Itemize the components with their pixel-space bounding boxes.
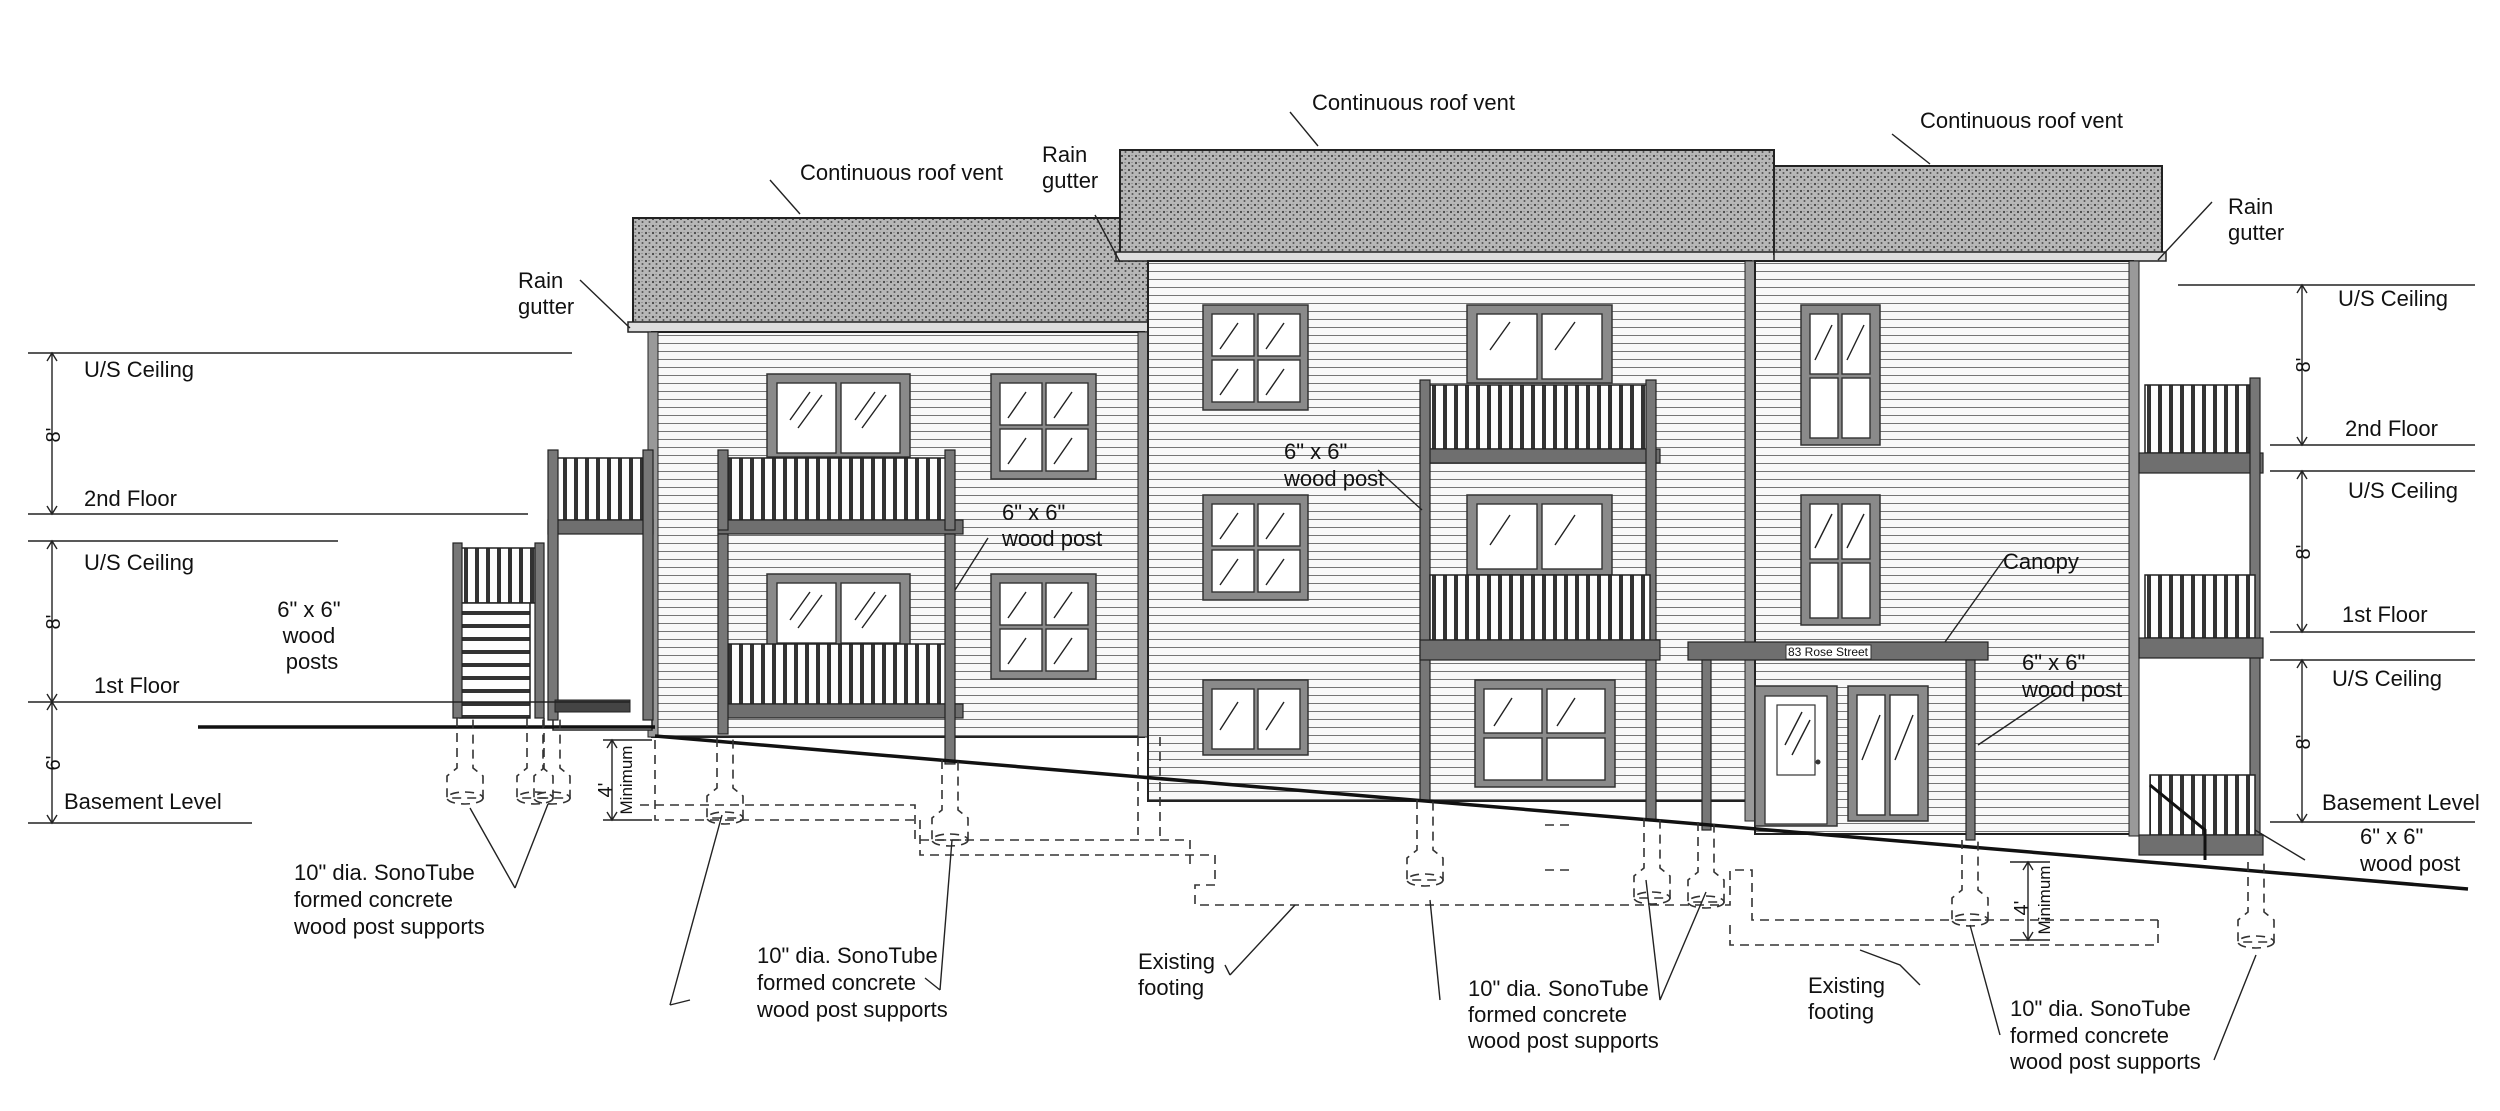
balcony-left-lower — [717, 533, 964, 765]
right-min-depth-label: Minimum — [2035, 866, 2054, 935]
label-roof-vent-center: Continuous roof vent — [1312, 90, 1515, 115]
wall-far-left — [552, 519, 653, 731]
right-level-us-ceiling-mid: U/S Ceiling — [2348, 478, 2458, 503]
left-dim-mid: 8' — [43, 615, 65, 630]
balcony-left-upper — [717, 449, 964, 535]
ground-line — [198, 725, 2469, 891]
label-existing-footing-1: Existing footing — [1138, 949, 1221, 1000]
existing-footing-outline — [640, 737, 2159, 946]
left-level-us-ceiling-mid: U/S Ceiling — [84, 550, 194, 575]
entry-sidelight-window — [1847, 685, 1929, 822]
left-level-2nd-floor: 2nd Floor — [84, 486, 177, 511]
left-min-depth-value: 4' — [595, 783, 617, 798]
window-left-lower-side — [990, 573, 1097, 680]
window-center-low — [1202, 679, 1309, 756]
window-right-mid — [1800, 494, 1881, 626]
window-bay-mid — [1466, 494, 1613, 576]
entry-door — [1754, 685, 1838, 827]
window-left-upper-side — [990, 373, 1097, 480]
address-sign: 83 Rose Street — [1788, 645, 1869, 659]
left-dim-lower: 6' — [43, 756, 65, 771]
label-wood-post-c: 6" x 6" wood post — [2021, 650, 2122, 702]
left-level-us-ceiling-top: U/S Ceiling — [84, 357, 194, 382]
right-dim-upper: 8' — [2293, 358, 2315, 373]
roof-right — [1773, 165, 2167, 262]
label-roof-vent-right: Continuous roof vent — [1920, 108, 2123, 133]
left-min-depth-label: Minimum — [617, 746, 636, 815]
label-sonotube-3: 10" dia. SonoTube formed concrete wood p… — [1467, 976, 1659, 1053]
right-min-depth-dim — [2010, 860, 2050, 942]
label-wood-post-d: 6" x 6" wood post — [2359, 824, 2460, 876]
left-min-depth-dim — [603, 738, 652, 822]
left-level-lines — [28, 351, 630, 825]
window-bay-low — [1474, 679, 1616, 788]
label-canopy: Canopy — [2003, 549, 2079, 574]
label-sonotube-4: 10" dia. SonoTube formed concrete wood p… — [2009, 996, 2201, 1074]
roof-center — [1115, 149, 1779, 262]
right-level-us-ceiling-low: U/S Ceiling — [2332, 666, 2442, 691]
window-bay-top — [1466, 304, 1613, 384]
balcony-right-mid — [2138, 574, 2264, 659]
roof-left — [627, 217, 1165, 333]
balcony-far-left — [547, 449, 654, 721]
left-dim-upper: 8' — [43, 428, 65, 443]
right-dim-mid: 8' — [2293, 545, 2315, 560]
right-dim-lower: 8' — [2293, 735, 2315, 750]
balcony-right-low — [2138, 774, 2264, 860]
balcony-bay-mid — [1419, 574, 1661, 661]
label-sonotube-2: 10" dia. SonoTube formed concrete wood p… — [756, 943, 948, 1022]
window-center-mid — [1202, 494, 1309, 601]
exterior-stairs — [452, 542, 631, 719]
left-level-1st-floor: 1st Floor — [94, 673, 180, 698]
left-level-basement: Basement Level — [64, 789, 222, 814]
label-wood-posts-left: 6" x 6" wood posts — [277, 597, 346, 674]
right-min-depth-value: 4' — [2011, 901, 2033, 916]
label-wood-post-b: 6" x 6" wood post — [1283, 439, 1384, 491]
label-rain-gutter-right: Rain gutter — [2228, 194, 2284, 245]
right-level-2nd-floor: 2nd Floor — [2345, 416, 2438, 441]
label-existing-footing-2: Existing footing — [1808, 973, 1891, 1024]
window-right-top — [1800, 304, 1881, 446]
window-left-upper — [766, 373, 911, 458]
entry-canopy: 83 Rose Street — [1687, 641, 1989, 841]
window-center-top — [1202, 304, 1309, 411]
label-rain-gutter-center: Rain gutter — [1042, 142, 1098, 193]
balcony-bay-top — [1419, 379, 1661, 821]
sonotube-footings — [446, 718, 2275, 949]
right-level-1st-floor: 1st Floor — [2342, 602, 2428, 627]
label-rain-gutter-left: Rain gutter — [518, 268, 574, 319]
right-level-lines — [2178, 283, 2475, 824]
label-roof-vent-left: Continuous roof vent — [800, 160, 1003, 185]
right-level-basement: Basement Level — [2322, 790, 2480, 815]
leader-lines — [469, 111, 2306, 1061]
window-left-lower — [766, 573, 911, 650]
label-sonotube-1: 10" dia. SonoTube formed concrete wood p… — [293, 860, 485, 939]
right-level-us-ceiling-top: U/S Ceiling — [2338, 286, 2448, 311]
label-wood-post-a: 6" x 6" wood post — [1001, 500, 1102, 551]
